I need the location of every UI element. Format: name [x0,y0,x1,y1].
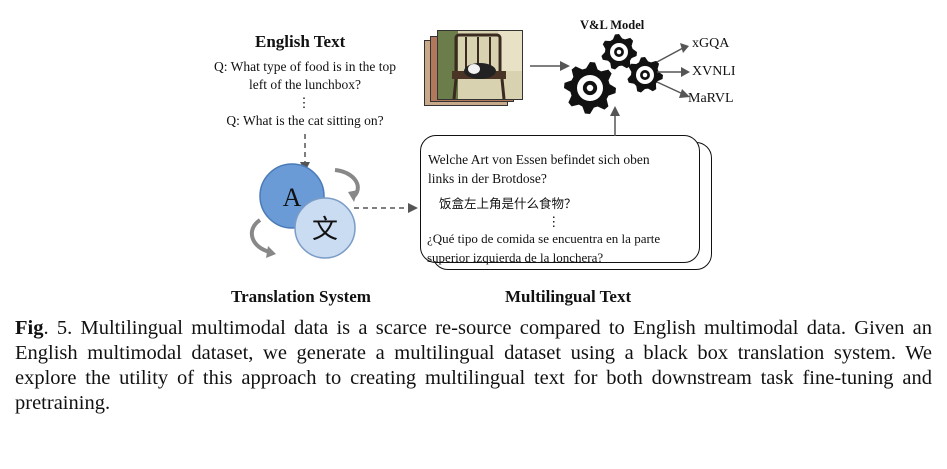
caption-number: . 5 [43,317,68,339]
figure-caption: Fig. 5. Multilingual multimodal data is … [15,316,932,416]
multilingual-ellipsis: ⋮ [547,214,561,229]
spanish-question: ¿Qué tipo de comida se encuentra en la p… [427,229,699,267]
caption-text: . Multilingual multimodal data is a scar… [15,317,932,414]
spanish-line2: superior izquierda de la lonchera? [427,250,604,265]
multilingual-text-title: Multilingual Text [505,287,632,306]
glyph-wen: 文 [312,215,338,245]
multilingual-box: Welche Art von Essen befindet sich oben … [420,135,700,265]
gear-center [616,49,622,55]
glyph-a: A [283,183,302,212]
translation-system-graphic: A 文 [249,134,360,259]
model-title: V&L Model [580,18,645,32]
output-marvl: MaRVL [688,91,734,106]
output-xgqa: xGQA [692,36,730,51]
german-question: Welche Art von Essen befindet sich oben … [428,150,696,188]
caption-label: Fig [15,317,44,339]
english-question-1: Q: What type of food is in the top left … [195,58,415,94]
english-text-title: English Text [255,32,346,51]
chinese-question: 饭盒左上角是什么食物？ [439,196,577,211]
translation-system-title: Translation System [231,287,371,306]
output-arrows [656,43,690,98]
german-line1: Welche Art von Essen befindet sich oben [428,152,650,167]
rotate-arrow-bottom-icon [249,218,271,254]
english-question-2: Q: What is the cat sitting on? [226,113,384,128]
target-language-circle [294,197,356,259]
figure: English Text Q: What type of food is in … [195,18,736,306]
gear-center [642,72,648,78]
english-question-1-line2: left of the lunchbox? [248,77,362,92]
german-line2: links in der Brotdose? [428,171,547,186]
dashed-arrow-right [354,203,418,213]
gear-center [586,84,594,92]
cat-photo [437,30,523,100]
arrow-image-to-model [530,61,570,71]
english-question-1-line1: Q: What type of food is in the top [214,59,396,74]
spanish-line1: ¿Qué tipo de comida se encuentra en la p… [427,231,661,246]
arrow-text-to-model [610,106,620,136]
model-gears-icon [564,34,663,114]
output-xvnli: XVNLI [692,64,736,79]
english-ellipsis: ⋮ [297,95,311,110]
